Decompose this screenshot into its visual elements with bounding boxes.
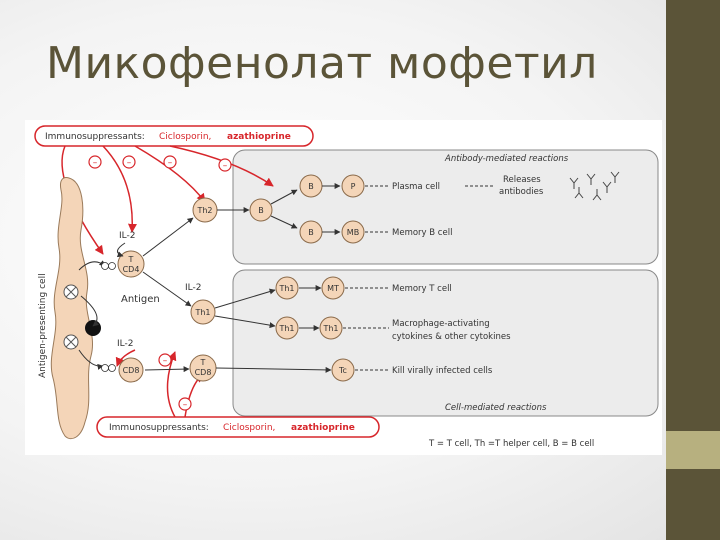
- row-plasma-releases1: Releases: [503, 175, 541, 185]
- th1-to-macrophage-arrow: [214, 315, 276, 329]
- row-memory-b-c2: MB: [347, 228, 359, 237]
- sidebar-accent-block: [666, 431, 720, 469]
- antibody-box-title: Antibody-mediated reactions: [444, 154, 569, 164]
- row-memory-t-c2: MT: [327, 284, 339, 293]
- antigen-dot-icon: [85, 320, 101, 336]
- inhibit-symbol: –: [127, 158, 132, 168]
- row-plasma-c2: P: [351, 182, 356, 191]
- inhibit-symbol: –: [163, 356, 168, 366]
- b-center-cell: [249, 198, 273, 222]
- immunosuppressants-top-drug1: Ciclosporin,: [159, 132, 211, 142]
- inhibit-symbol: –: [223, 161, 228, 171]
- immunosuppressants-bottom-drug1: Ciclosporin,: [223, 423, 275, 433]
- row-plasma-c1: B: [308, 182, 314, 191]
- row-macrophage-th1-cell: [275, 316, 299, 340]
- row-memory-t-label: Memory T cell: [392, 284, 452, 294]
- il2-middle-label: IL-2: [185, 283, 201, 293]
- t-cd4-line2: CD4: [123, 265, 140, 274]
- immunosuppressants-bottom-drug2: azathioprine: [291, 423, 355, 433]
- immunosuppressants-bottom-bar: [96, 416, 380, 438]
- b-center-label: B: [258, 206, 264, 215]
- il2-lower-label: IL-2: [117, 339, 133, 349]
- cd8-activation-arrow: [144, 366, 190, 373]
- row-macrophage-c2: Th1: [322, 324, 338, 333]
- row-kill-tc-cell: [331, 358, 355, 382]
- t-cd8-line2: CD8: [195, 368, 212, 377]
- antigen-uptake-arrow: [80, 295, 100, 327]
- row-plasma-releases2: antibodies: [499, 187, 544, 197]
- antigen-presenting-cell: [50, 177, 93, 440]
- row-macrophage-label1: Macrophage-activating: [392, 319, 490, 329]
- row-memory-t-mt-cell: [321, 276, 345, 300]
- th1-center-label: Th1: [194, 308, 210, 317]
- antibody-reactions-box: [232, 149, 659, 265]
- slide-title: Микофенолат мофетил: [46, 38, 598, 89]
- immunosuppressants-top-drug2: azathioprine: [227, 132, 291, 142]
- row-macrophage-label2: cytokines & other cytokines: [392, 332, 511, 342]
- inhibit-markers-bottom: [158, 353, 192, 411]
- apc-label: Antigen-presenting cell: [38, 273, 48, 378]
- cell-box-title: Cell-mediated reactions: [445, 403, 547, 413]
- row-memory-b-c1: B: [308, 228, 314, 237]
- antibodies-icon: [569, 171, 620, 201]
- immunosuppressants-top-bar: [34, 125, 314, 147]
- b-to-memory-arrow: [270, 215, 298, 229]
- il2-upper-arrow: [116, 242, 126, 258]
- row-memory-t-th1-cell: [275, 276, 299, 300]
- inhibit-symbol: –: [183, 400, 188, 410]
- t-cd4-line1: T: [128, 255, 134, 264]
- immune-response-diagram: Antibody-mediated reactions Cell-mediate…: [25, 120, 662, 455]
- row-memory-b-mb-cell: [341, 220, 365, 244]
- receptor-contact-icon: [101, 262, 116, 372]
- row-macrophage-th1b-cell: [319, 316, 343, 340]
- immunosuppressants-top-label: Immunosuppressants:: [45, 132, 145, 142]
- th1-center-cell: [190, 299, 216, 325]
- row-plasma-p-cell: [341, 174, 365, 198]
- antigen-presentation-arrow: [78, 349, 104, 370]
- row-macrophage-c1: Th1: [278, 324, 294, 333]
- row-kill-label: Kill virally infected cells: [392, 366, 493, 376]
- row-memory-b-label: Memory B cell: [392, 228, 452, 238]
- cd8-left-label: CD8: [123, 366, 140, 375]
- th2-differentiation-arrow: [142, 217, 194, 257]
- il2-upper-label: IL-2: [119, 231, 135, 241]
- row-kill-c1: Tc: [338, 366, 347, 375]
- th2-label: Th2: [196, 206, 212, 215]
- immunosuppressants-bottom-label: Immunosuppressants:: [109, 423, 209, 433]
- row-plasma-label: Plasma cell: [392, 182, 440, 192]
- cd8-to-tc-arrow: [215, 366, 332, 373]
- row-memory-t-c1: Th1: [278, 284, 294, 293]
- antigen-label: Antigen: [121, 294, 160, 305]
- inhibit-symbol: –: [168, 158, 173, 168]
- t-cd8-line1: T: [200, 358, 206, 367]
- inhibit-symbol: –: [93, 158, 98, 168]
- legend-text: T = T cell, Th =T helper cell, B = B cel…: [428, 439, 594, 449]
- th1-to-memory-arrow: [214, 288, 276, 309]
- t-cd4-cell: [117, 250, 145, 278]
- inhibit-markers-top: [88, 155, 232, 172]
- b-to-plasma-arrow: [270, 189, 298, 205]
- th1-differentiation-arrow: [142, 271, 192, 307]
- antigen-particle-icon: [63, 284, 79, 300]
- antigen-particle-icon: [63, 334, 79, 350]
- cd8-left-cell: [118, 357, 144, 383]
